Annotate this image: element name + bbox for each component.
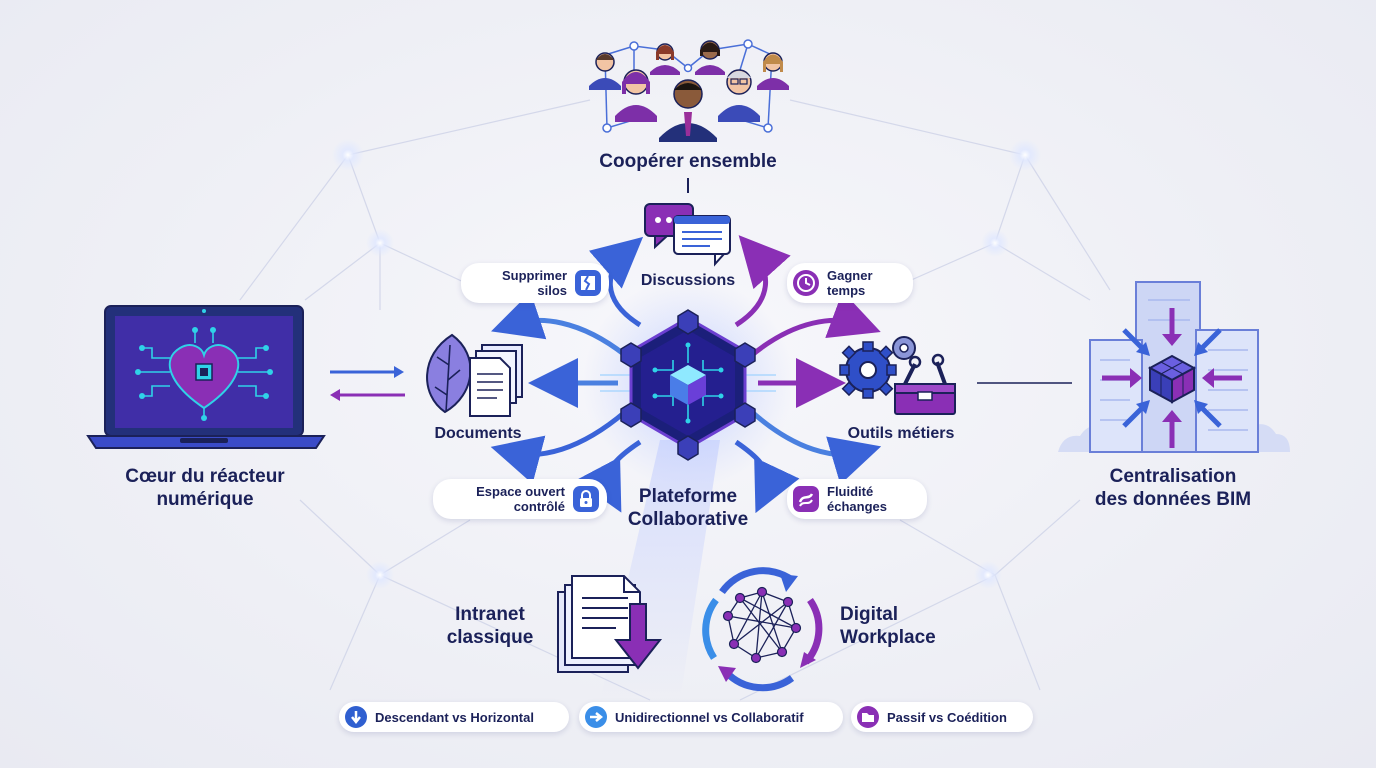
pill-gagner-temps: Gagner temps xyxy=(787,263,913,303)
digital-line2: Workplace xyxy=(840,627,936,648)
discussions-label: Discussions xyxy=(640,272,736,289)
legend-label-passif: Passif vs Coédition xyxy=(887,709,1007,725)
arrow-right-icon xyxy=(585,706,607,728)
intranet-title: Intranet classique xyxy=(430,603,550,649)
pill-fluidite-echanges: Fluidité échanges xyxy=(787,479,927,519)
legend-label-unidirectionnel: Unidirectionnel vs Collaboratif xyxy=(615,709,804,725)
intranet-line1: Intranet xyxy=(455,604,525,625)
outils-label: Outils métiers xyxy=(847,425,955,442)
intranet-line2: classique xyxy=(446,627,534,648)
digital-title: Digital Workplace xyxy=(840,603,960,649)
hub-title-line1: Plateforme xyxy=(638,486,738,507)
pill-espace-line1: Espace ouvert xyxy=(476,484,565,499)
left-title: Cœur du réacteur numérique xyxy=(80,465,330,511)
arrow-down-icon xyxy=(345,706,367,728)
right-title-line2: des données BIM xyxy=(1094,489,1252,510)
left-title-line2: numérique xyxy=(156,489,254,510)
pill-fluidite-line2: échanges xyxy=(827,499,887,514)
pill-espace-ouvert: Espace ouvert contrôlé xyxy=(433,479,607,519)
legend-label-descendant: Descendant vs Horizontal xyxy=(375,709,534,725)
left-title-line1: Cœur du réacteur xyxy=(125,466,285,487)
hub-title: Plateforme Collaborative xyxy=(598,485,778,531)
clock-icon xyxy=(793,270,819,296)
broken-wall-icon xyxy=(575,270,601,296)
right-title: Centralisation des données BIM xyxy=(1050,465,1296,511)
flow-icon xyxy=(793,486,819,512)
hexagon-network-cube-icon xyxy=(620,309,756,461)
right-title-line1: Centralisation xyxy=(1109,466,1237,487)
documents-label: Documents xyxy=(434,425,522,442)
pill-temps-line2: temps xyxy=(827,283,866,298)
legend-item-passif: Passif vs Coédition xyxy=(851,702,1033,732)
pill-silos-line1: Supprimer xyxy=(501,268,567,283)
legend-item-unidirectionnel: Unidirectionnel vs Collaboratif xyxy=(579,702,843,732)
pill-supprimer-silos: Supprimer silos xyxy=(461,263,609,303)
pill-temps-line1: Gagner xyxy=(827,268,873,283)
pill-silos-line2: silos xyxy=(537,283,567,298)
digital-line1: Digital xyxy=(840,604,899,625)
legend-item-descendant: Descendant vs Horizontal xyxy=(339,702,569,732)
hub-title-line2: Collaborative xyxy=(627,509,749,530)
pill-espace-line2: contrôlé xyxy=(513,499,565,514)
pill-fluidite-line1: Fluidité xyxy=(827,484,874,499)
lock-icon xyxy=(573,486,599,512)
folder-icon xyxy=(857,706,879,728)
cooperer-title: Coopérer ensemble xyxy=(599,151,777,172)
